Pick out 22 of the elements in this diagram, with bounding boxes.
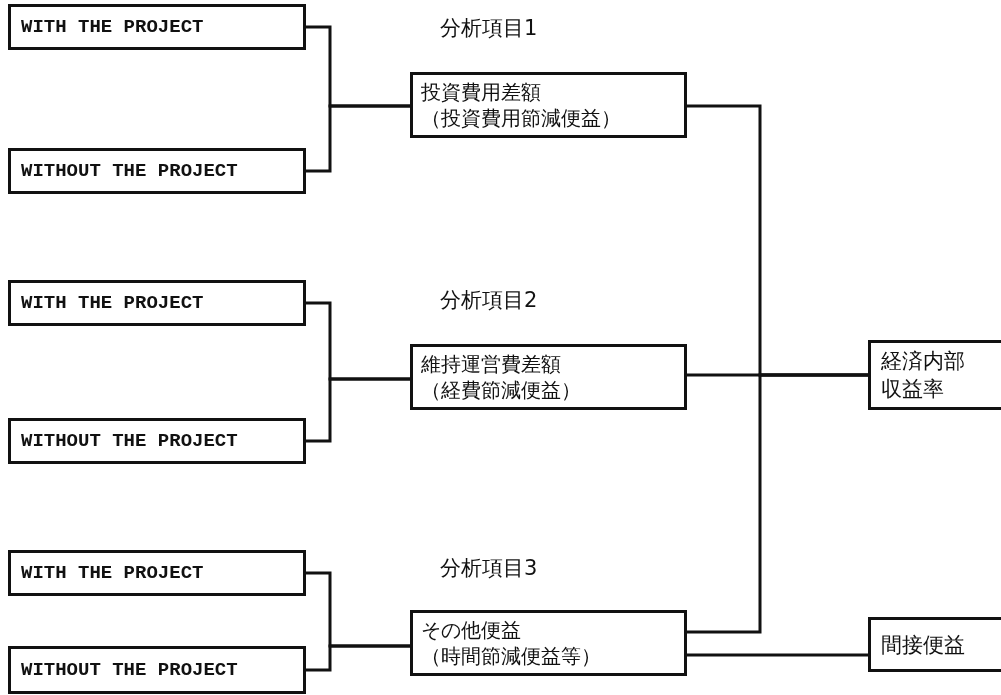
process-box: WITHOUT THE PROJECT [8,148,306,194]
connector-line [687,653,868,657]
connector-line [306,104,410,173]
box-text: 維持運営費差額 [421,351,562,377]
connector-line [306,644,410,672]
connector-line [687,373,868,634]
heading-label: 分析項目3 [440,555,538,582]
box-text: （投資費用節減便益） [421,105,622,131]
box-text: （時間節減便益等） [421,643,602,669]
process-box: WITHOUT THE PROJECT [8,418,306,464]
process-box: WITH THE PROJECT [8,550,306,596]
connector-line [306,377,410,443]
process-box: 間接便益 [868,617,1001,672]
heading-label: 分析項目2 [440,287,538,314]
process-box: 経済内部収益率 [868,340,1001,410]
process-box: WITH THE PROJECT [8,4,306,50]
process-box: WITHOUT THE PROJECT [8,646,306,694]
box-text: 投資費用差額 [421,79,542,105]
box-text: （経費節減便益） [421,377,582,403]
process-box: WITH THE PROJECT [8,280,306,326]
heading-label: 分析項目1 [440,15,538,42]
box-text: その他便益 [421,617,522,643]
